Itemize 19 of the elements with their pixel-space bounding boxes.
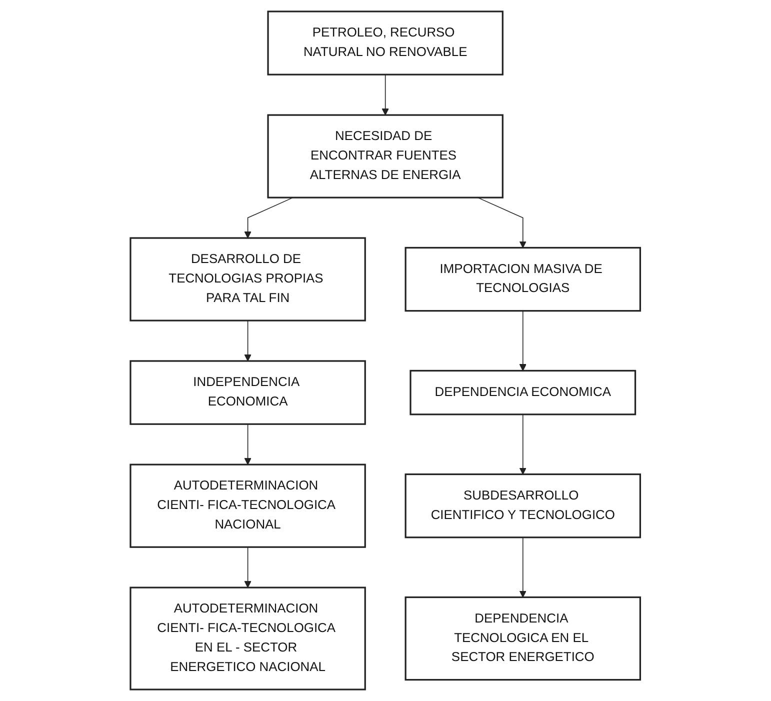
node-box: AUTODETERMINACION CIENTI- FICA-TECNOLOGICA NACIONAL [130, 464, 366, 548]
arrow [244, 424, 252, 465]
node-box: INDEPENDENCIA ECONOMICA [130, 360, 366, 425]
node-box: AUTODETERMINACION CIENTI- FICA-TECNOLOGICA EN EL - SECTOR ENERGETICO NACIONAL [130, 586, 366, 690]
node-box: SUBDESARROLLO CIENTIFICO Y TECNOLOGICO [404, 473, 642, 538]
arrow [244, 546, 252, 588]
node-box: PETROLEO, RECURSO NATURAL NO RENOVABLE [267, 10, 504, 76]
arrow [477, 197, 527, 248]
node-box: DEPENDENCIA TECNOLOGICA EN EL SECTOR ENERGETICO [404, 596, 642, 681]
arrow [519, 310, 527, 372]
arrow [382, 74, 390, 116]
arrow [244, 320, 252, 362]
node-box: DEPENDENCIA ECONOMICA [410, 370, 636, 416]
arrow [519, 537, 527, 598]
arrow [519, 414, 527, 475]
node-box: IMPORTACION MASIVA DE TECNOLOGIAS [404, 246, 642, 312]
node-box: DESARROLLO DE TECNOLOGIAS PROPIAS PARA TAL FIN [130, 237, 366, 322]
node-box: NECESIDAD DE ENCONTRAR FUENTES ALTERNAS DE ENERGIA [267, 114, 504, 198]
arrow [244, 197, 294, 238]
